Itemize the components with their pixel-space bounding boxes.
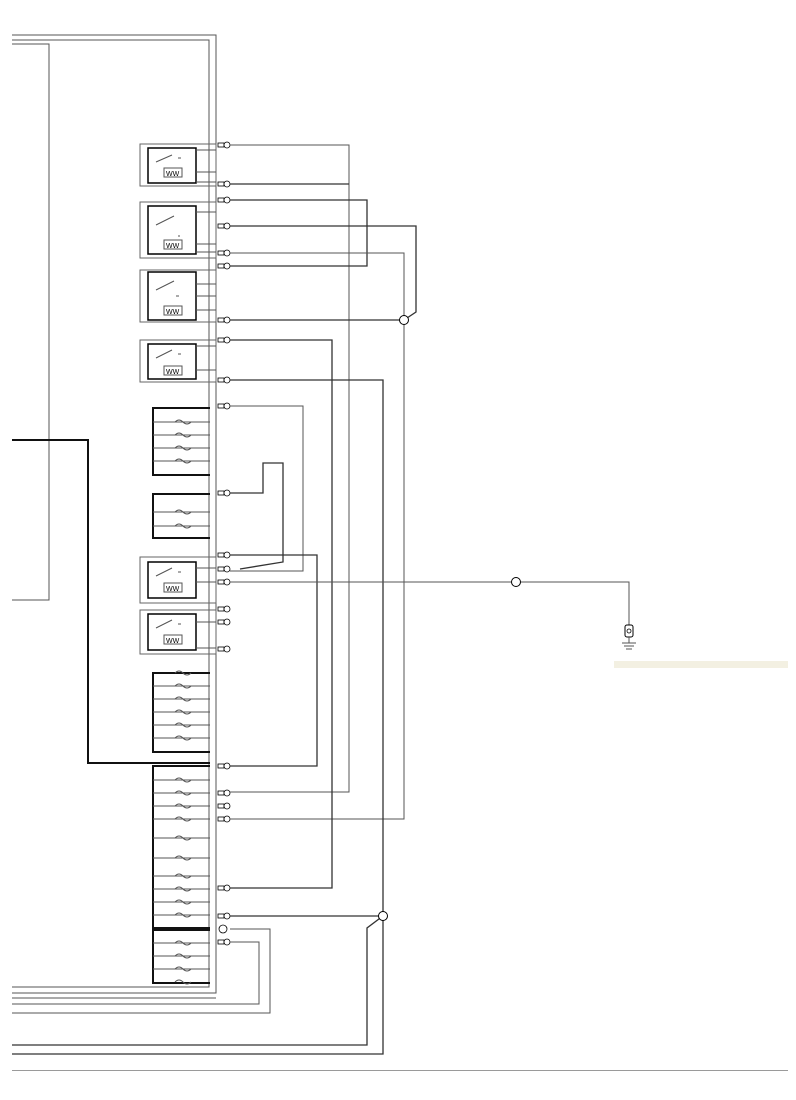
fuse-block-2 bbox=[152, 493, 210, 539]
svg-text:WW: WW bbox=[166, 171, 180, 178]
relay-1: WW bbox=[139, 143, 217, 187]
fuse-block-5 bbox=[152, 929, 210, 985]
routing-wires bbox=[12, 144, 630, 1055]
svg-text:WW: WW bbox=[166, 243, 180, 250]
caption-band bbox=[614, 661, 788, 668]
relay-6: WW bbox=[139, 609, 217, 655]
svg-text:WW: WW bbox=[166, 309, 180, 316]
fuse-block-3 bbox=[152, 670, 210, 753]
splice-nodes bbox=[378, 315, 521, 921]
relay-5: WW bbox=[139, 556, 217, 604]
footer-rule bbox=[12, 1070, 788, 1071]
ground-icon bbox=[622, 624, 636, 650]
connector-pins bbox=[217, 141, 231, 946]
fuse-block-1 bbox=[152, 407, 210, 476]
relay-2: WW bbox=[139, 201, 217, 259]
svg-text:WW: WW bbox=[166, 369, 180, 376]
relay-4: WW bbox=[139, 339, 217, 383]
fuse-block-4 bbox=[152, 765, 210, 929]
relay-3: WW bbox=[139, 269, 217, 323]
svg-text:WW: WW bbox=[166, 586, 180, 593]
svg-text:WW: WW bbox=[166, 638, 180, 645]
